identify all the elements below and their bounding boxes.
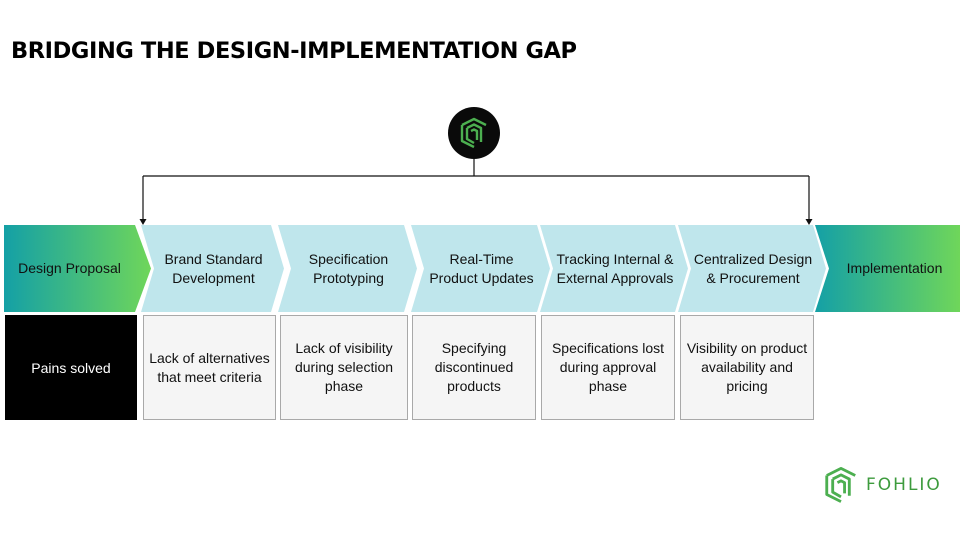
flow-step-tracking-approvals: Tracking Internal & External Approvals bbox=[540, 225, 688, 312]
page-title: BRIDGING THE DESIGN-IMPLEMENTATION GAP bbox=[11, 38, 577, 64]
pain-text: Lack of alternatives that meet criteria bbox=[149, 349, 270, 385]
flow-start-label: Design Proposal bbox=[18, 260, 121, 276]
flow-step-brand-standard: Brand Standard Development bbox=[141, 225, 284, 312]
pain-text: Lack of visibility during selection phas… bbox=[294, 340, 394, 394]
flow-step-centralized-design: Centralized Design & Procurement bbox=[678, 225, 826, 312]
left-arrowhead bbox=[139, 219, 147, 225]
fohlio-brand-logo: FOHLIO bbox=[823, 466, 942, 504]
pain-text: Specifying discontinued products bbox=[434, 340, 514, 394]
pain-text: Visibility on product availability and p… bbox=[686, 340, 808, 394]
flow-step-specification-prototyping: Specification Prototyping bbox=[278, 225, 417, 312]
fohlio-cube-logo-icon bbox=[460, 117, 487, 149]
flow-start-design-proposal: Design Proposal bbox=[4, 225, 151, 312]
brand-name: FOHLIO bbox=[866, 475, 942, 495]
flow-step-real-time-updates: Real-Time Product Updates bbox=[411, 225, 550, 312]
pain-box-tracking-approvals: Specifications lost during approval phas… bbox=[541, 315, 675, 420]
pain-box-centralized-design: Visibility on product availability and p… bbox=[680, 315, 814, 420]
fohlio-cube-logo-icon bbox=[825, 466, 856, 503]
pain-box-real-time-updates: Specifying discontinued products bbox=[412, 315, 536, 420]
flow-step-label: Brand Standard Development bbox=[164, 250, 263, 286]
flow-step-label: Specification Prototyping bbox=[308, 250, 389, 286]
pain-box-specification-prototyping: Lack of visibility during selection phas… bbox=[280, 315, 408, 420]
flow-step-label: Centralized Design & Procurement bbox=[693, 250, 813, 286]
fohlio-logo-badge bbox=[448, 107, 500, 159]
flow-end-implementation: Implementation bbox=[815, 225, 960, 312]
right-arrowhead bbox=[805, 219, 813, 225]
flow-step-label: Tracking Internal & External Approvals bbox=[556, 250, 674, 286]
flow-step-label: Real-Time Product Updates bbox=[429, 250, 534, 286]
pains-solved-label: Pains solved bbox=[5, 315, 137, 420]
flow-end-label: Implementation bbox=[846, 260, 943, 276]
pain-box-brand-standard: Lack of alternatives that meet criteria bbox=[143, 315, 276, 420]
pain-text: Specifications lost during approval phas… bbox=[551, 340, 665, 394]
